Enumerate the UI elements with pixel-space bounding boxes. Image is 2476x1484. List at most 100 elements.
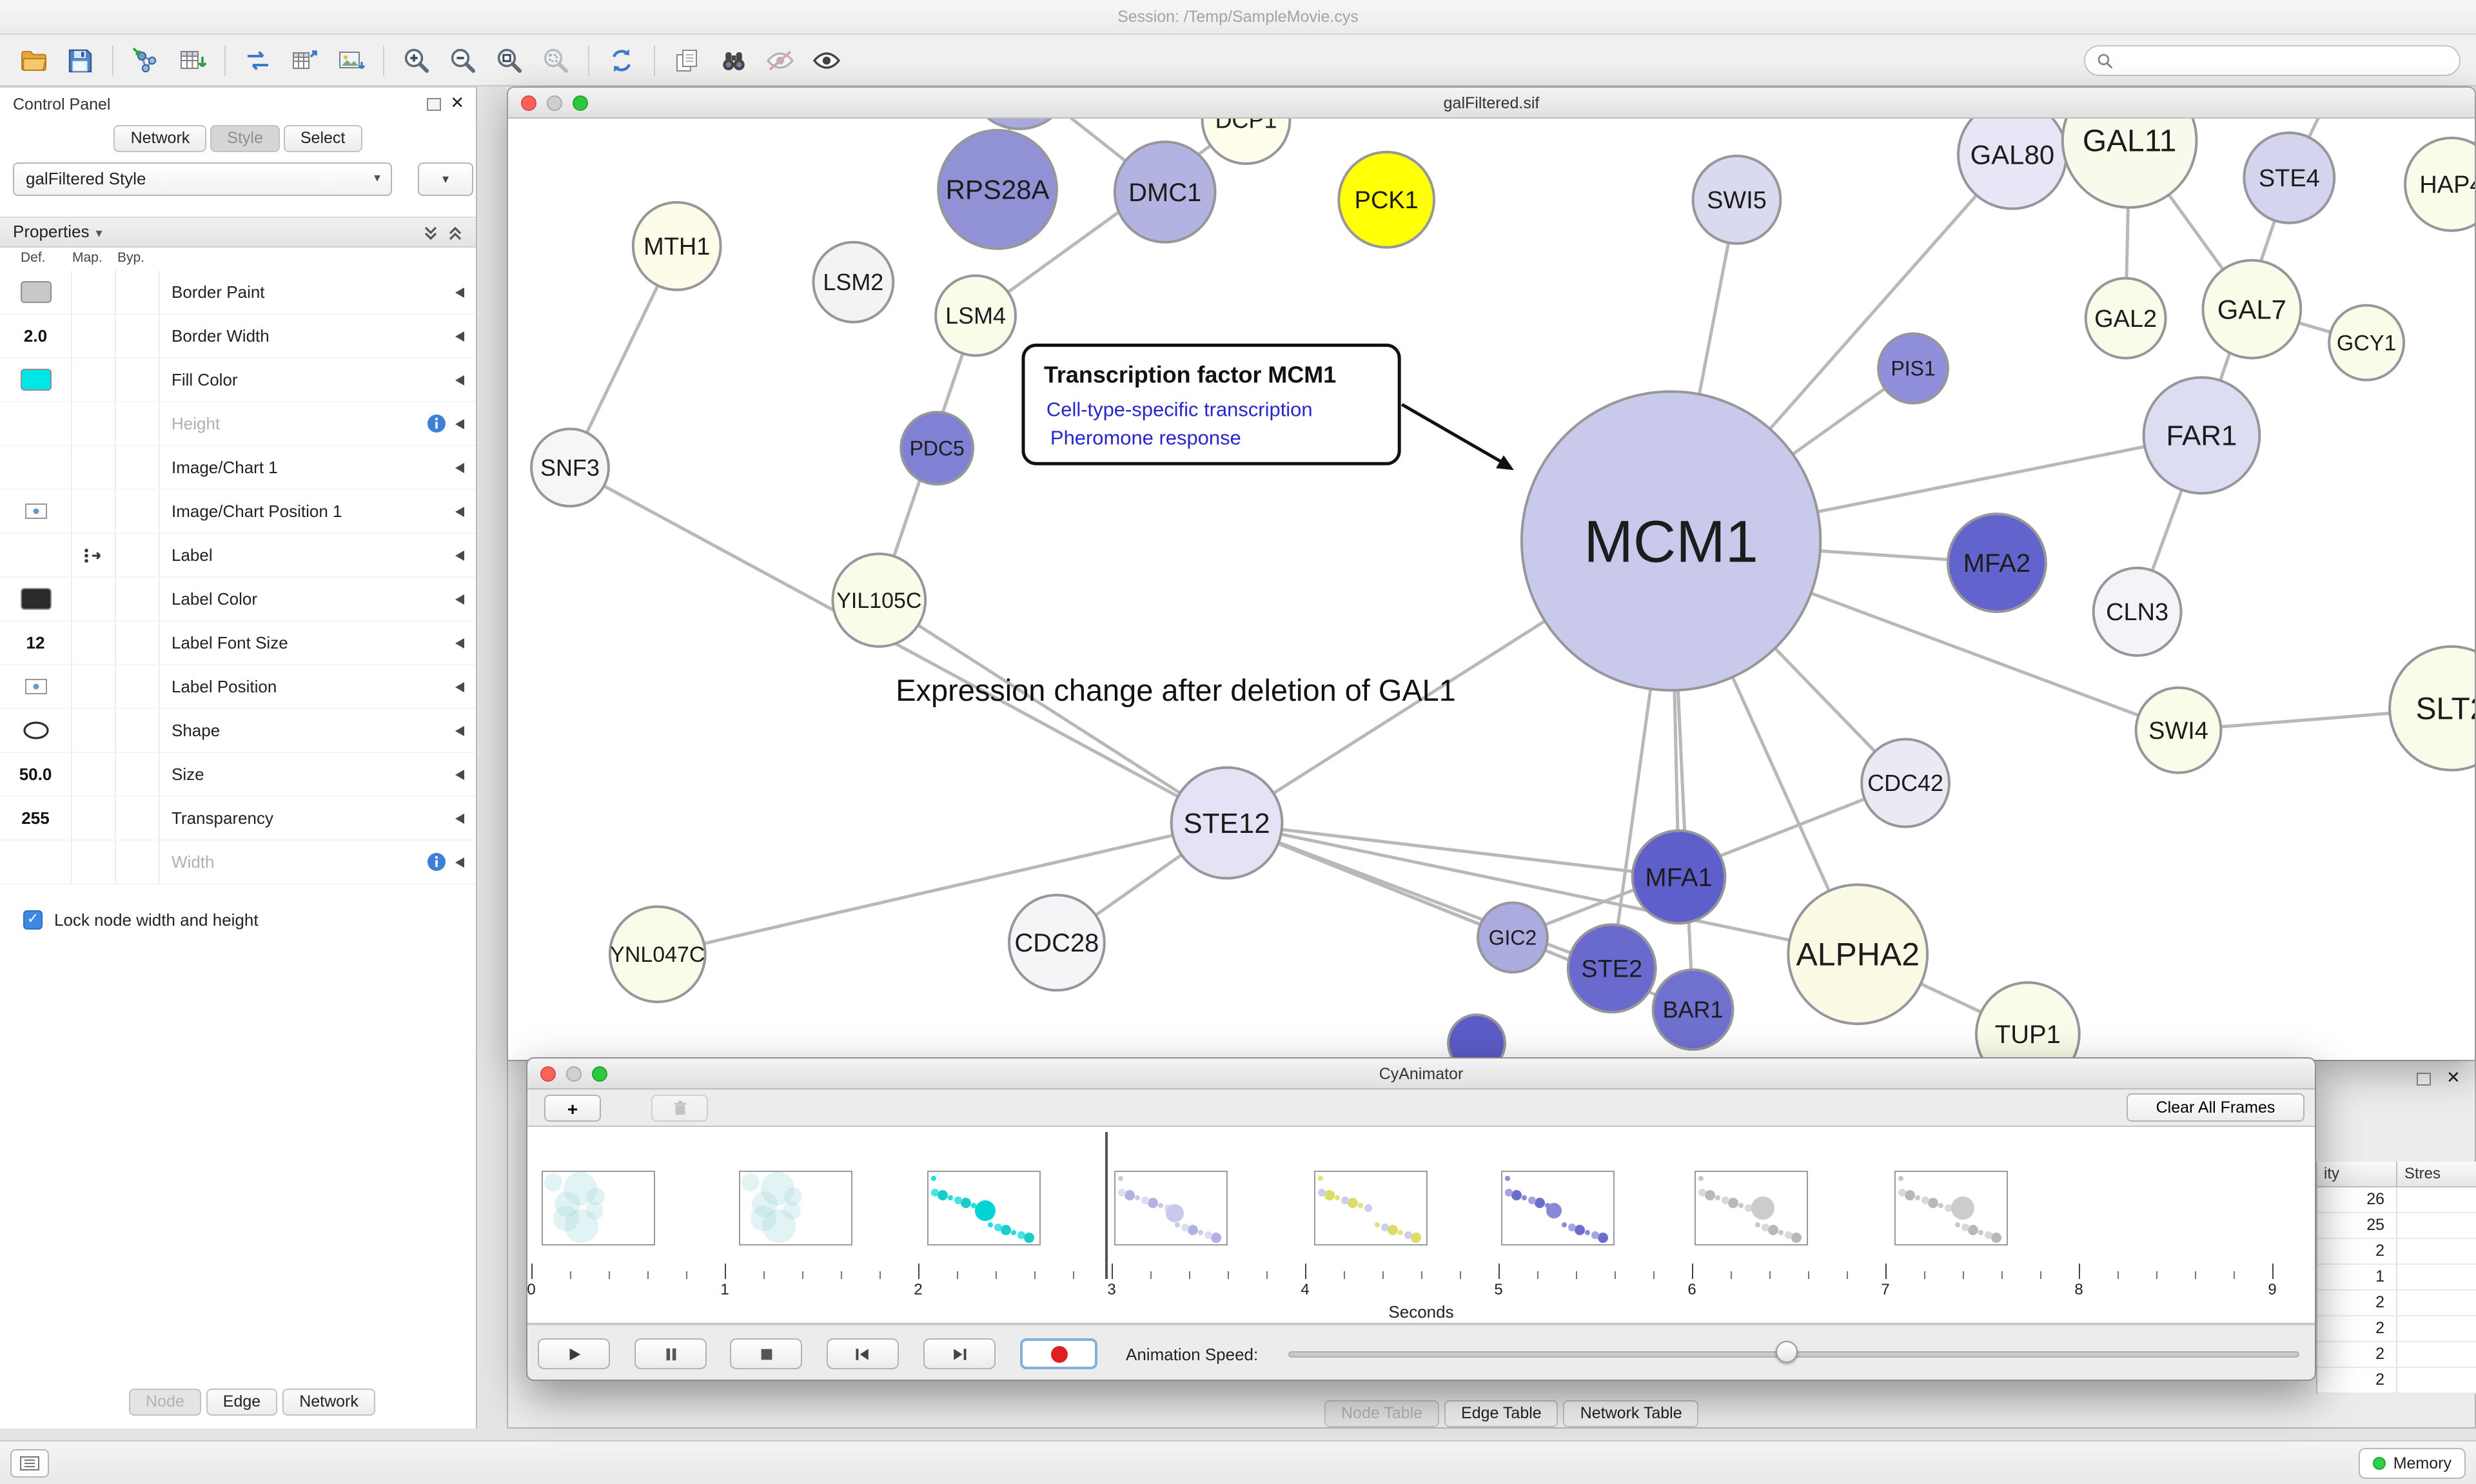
expand-arrow-icon[interactable] [455, 594, 464, 604]
clear-all-frames-button[interactable]: Clear All Frames [2127, 1093, 2304, 1122]
zoom-selected-button[interactable] [534, 41, 578, 79]
byp-cell[interactable] [116, 665, 160, 708]
record-button[interactable] [1020, 1338, 1097, 1369]
byp-cell[interactable] [116, 753, 160, 796]
property-row-label[interactable]: Label [0, 534, 476, 578]
style-dropdown[interactable]: galFiltered Style ▾ [13, 162, 392, 196]
expand-arrow-icon[interactable] [455, 550, 464, 560]
map-cell[interactable] [72, 402, 116, 445]
node-swi4[interactable]: SWI4 [2134, 686, 2223, 774]
expand-arrow-icon[interactable] [455, 769, 464, 779]
frame-thumbnail-3[interactable] [1114, 1171, 1228, 1245]
property-row-label-position[interactable]: Label Position [0, 665, 476, 709]
playhead[interactable] [1105, 1132, 1108, 1279]
byp-cell[interactable] [116, 709, 160, 752]
map-cell[interactable] [72, 841, 116, 883]
open-session-button[interactable] [12, 41, 55, 79]
copy-view-button[interactable] [665, 41, 709, 79]
node-gal2[interactable]: GAL2 [2084, 277, 2167, 360]
frame-thumbnail-5[interactable] [1501, 1171, 1615, 1245]
info-icon[interactable] [427, 414, 446, 433]
mapping-icon[interactable] [82, 546, 105, 564]
node-pck1[interactable]: PCK1 [1337, 150, 1436, 249]
def-cell[interactable] [0, 578, 72, 620]
default-swatch[interactable] [20, 281, 51, 303]
frame-thumbnail-1[interactable] [739, 1171, 852, 1245]
edge-ste12-ynl047c[interactable] [657, 821, 1228, 956]
hide-selected-button[interactable] [758, 41, 802, 79]
node-ste2[interactable]: STE2 [1566, 923, 1657, 1014]
table-column-header-stress[interactable]: Stres [2395, 1162, 2476, 1186]
node-lsm4[interactable]: LSM4 [934, 274, 1017, 357]
table-row[interactable]: 2 [2317, 1316, 2476, 1342]
table-row[interactable]: 2 [2317, 1291, 2476, 1316]
show-all-button[interactable] [805, 41, 849, 79]
default-value[interactable]: 2.0 [23, 326, 48, 346]
info-icon[interactable] [427, 852, 446, 872]
node-dmc1[interactable]: DMC1 [1113, 140, 1217, 244]
import-network-button[interactable] [124, 41, 168, 79]
def-cell[interactable]: 255 [0, 797, 72, 839]
tab-node-table[interactable]: Node Table [1324, 1400, 1440, 1427]
byp-cell[interactable] [116, 797, 160, 839]
expand-arrow-icon[interactable] [455, 506, 464, 516]
default-swatch[interactable] [20, 588, 51, 610]
node-gal80[interactable]: GAL80 [1957, 119, 2068, 210]
node-rps28b[interactable]: RPS28B [968, 119, 1071, 130]
edge-dcp1-lsm4[interactable] [974, 119, 1247, 317]
property-row-height[interactable]: Height [0, 402, 476, 446]
table-row[interactable]: 2 [2317, 1342, 2476, 1368]
play-button[interactable] [538, 1338, 610, 1369]
save-session-button[interactable] [58, 41, 102, 79]
position-icon[interactable] [24, 678, 47, 695]
expand-arrow-icon[interactable] [455, 725, 464, 736]
table-row[interactable]: 2 [2317, 1239, 2476, 1265]
stop-button[interactable] [730, 1338, 802, 1369]
frame-thumbnail-0[interactable] [542, 1171, 655, 1245]
edge-ste12-snf3[interactable] [569, 466, 1228, 825]
node-snf3[interactable]: SNF3 [530, 427, 610, 508]
network-canvas[interactable]: RPS28BRPS28ADMC1DCP1PCK1SWI5GAL80GAL11ST… [508, 119, 2475, 1060]
property-row-fill-color[interactable]: Fill Color [0, 358, 476, 402]
import-table-button[interactable] [170, 41, 214, 79]
def-cell[interactable]: 2.0 [0, 315, 72, 357]
byp-cell[interactable] [116, 490, 160, 532]
node-cdc28[interactable]: CDC28 [1008, 893, 1106, 992]
node-ste4[interactable]: STE4 [2243, 131, 2336, 224]
annotation-link[interactable]: Pheromone response [1050, 426, 1241, 449]
zoom-in-button[interactable] [395, 41, 438, 79]
def-cell[interactable] [0, 490, 72, 532]
map-cell[interactable] [72, 446, 116, 489]
expand-arrow-icon[interactable] [455, 462, 464, 473]
node-ynl047c[interactable]: YNL047C [608, 905, 707, 1004]
def-cell[interactable] [0, 841, 72, 883]
node-far1[interactable]: FAR1 [2142, 376, 2261, 495]
byp-cell[interactable] [116, 446, 160, 489]
byp-cell[interactable] [116, 271, 160, 313]
edge-ste12-mfa1[interactable] [1226, 821, 1679, 879]
def-cell[interactable] [0, 446, 72, 489]
search-network-button[interactable] [712, 41, 756, 79]
expand-arrow-icon[interactable] [455, 418, 464, 429]
tab-select[interactable]: Select [283, 125, 362, 152]
search-box[interactable] [2084, 45, 2461, 76]
node-node_cut[interactable] [1447, 1013, 1506, 1060]
def-cell[interactable]: 50.0 [0, 753, 72, 796]
panel-toggle-button[interactable] [10, 1449, 49, 1478]
table-row[interactable]: 1 [2317, 1265, 2476, 1291]
frame-thumbnail-2[interactable] [927, 1171, 1041, 1245]
node-ste12[interactable]: STE12 [1170, 766, 1284, 880]
network-window-titlebar[interactable]: galFiltered.sif [508, 88, 2475, 119]
add-frame-button[interactable]: + [544, 1095, 601, 1122]
map-cell[interactable] [72, 621, 116, 664]
export-image-button[interactable] [329, 41, 373, 79]
float-panel-icon[interactable] [427, 98, 441, 111]
expand-arrow-icon[interactable] [455, 681, 464, 692]
minimize-window-icon[interactable] [566, 1066, 582, 1082]
map-cell[interactable] [72, 534, 116, 576]
map-cell[interactable] [72, 709, 116, 752]
expand-arrow-icon[interactable] [455, 331, 464, 341]
map-cell[interactable] [72, 315, 116, 357]
